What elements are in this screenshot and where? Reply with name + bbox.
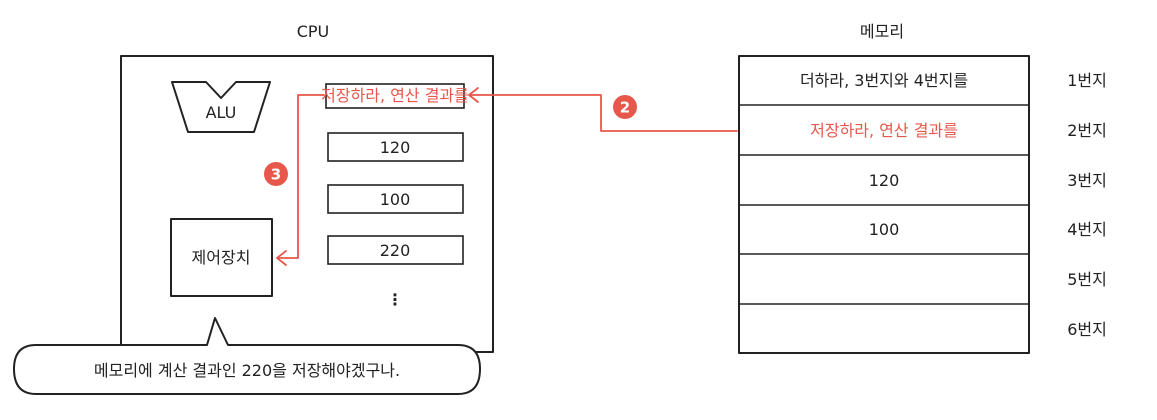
register — [327, 132, 464, 162]
register — [327, 235, 464, 265]
fetch-arrow-line — [469, 94, 738, 132]
memory-address-label: 1번지 — [1067, 71, 1107, 90]
register-value: 220 — [380, 241, 411, 260]
memory-address-label: 4번지 — [1067, 220, 1107, 239]
memory-address-label: 2번지 — [1067, 121, 1107, 140]
memory-title: 메모리 — [860, 22, 904, 41]
step-badge-3 — [264, 162, 288, 186]
step-badge-2 — [613, 95, 637, 119]
memory-address-label: 3번지 — [1067, 171, 1107, 190]
register-instruction — [325, 83, 465, 109]
more-registers-indicator: ⋮ — [387, 290, 403, 309]
alu-shape — [171, 81, 271, 133]
memory-cell-content: 120 — [869, 171, 900, 190]
speech-bubble — [13, 317, 481, 395]
register-instruction-label: 저장하라, 연산 결과를 — [321, 86, 469, 105]
fetch-arrow-head — [468, 87, 479, 103]
register-value: 120 — [380, 138, 411, 157]
memory-address-label: 5번지 — [1067, 270, 1107, 289]
cpu-title: CPU — [297, 22, 330, 41]
register-value: 100 — [380, 190, 411, 209]
step-badge-2-label: 2 — [620, 99, 630, 117]
speech-bubble-text: 메모리에 계산 결과인 220을 저장해야겠구나. — [94, 361, 400, 380]
control-unit-label: 제어장치 — [192, 248, 251, 267]
register — [327, 184, 464, 214]
memory-cell-content: 저장하라, 연산 결과를 — [810, 121, 958, 140]
decode-arrow-head — [276, 250, 287, 266]
memory-address-label: 6번지 — [1067, 320, 1107, 339]
step-badge-3-label: 3 — [271, 166, 281, 184]
control-unit-box — [170, 218, 273, 297]
memory-cell-content: 100 — [869, 220, 900, 239]
decode-arrow-line — [277, 94, 325, 259]
memory-cell-content: 더하라, 3번지와 4번지를 — [800, 71, 968, 90]
alu-label: ALU — [206, 103, 237, 122]
